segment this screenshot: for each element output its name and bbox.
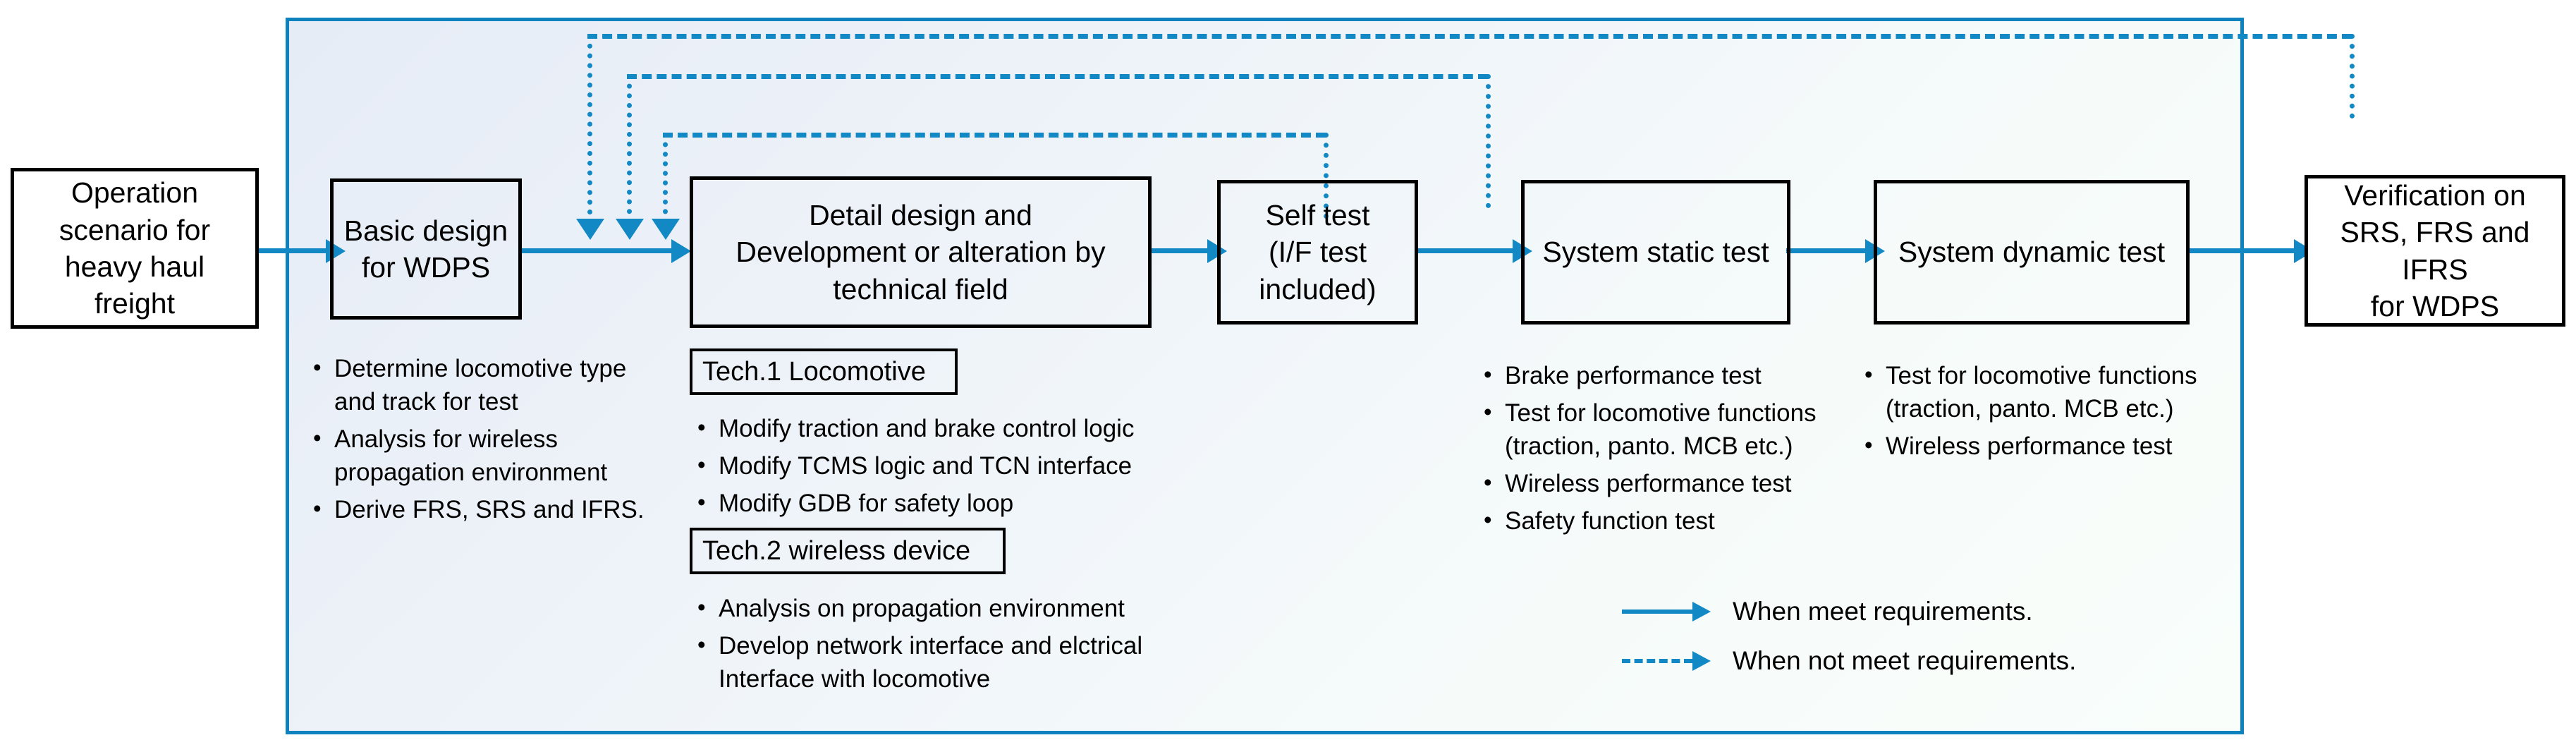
stage-box-self-test[interactable]: Self test (I/F test included) [1217, 180, 1418, 325]
flow-arrow-2-head [671, 239, 691, 263]
stage-label-system-dynamic-test: System dynamic test [1898, 236, 2166, 269]
list-item: Modify traction and brake control logic [695, 412, 1202, 446]
tech-header-box-locomotive[interactable]: Tech.1 Locomotive [690, 348, 958, 395]
stage-box-operation-scenario[interactable]: Operation scenario for heavy haul freigh… [11, 168, 259, 329]
dashed-line-icon [1622, 659, 1692, 663]
feedback-arrowhead-2 [616, 219, 644, 240]
feedback-arrowhead-1 [576, 219, 604, 240]
feedback-riser-dynamic-test [2350, 34, 2355, 119]
stage-label-basic-design: Basic design for WDPS [343, 214, 508, 284]
stage-box-system-dynamic-test[interactable]: System dynamic test [1874, 180, 2190, 325]
tech-header-label-locomotive: Tech.1 Locomotive [702, 356, 926, 387]
list-item: Analysis on propagation environment [695, 592, 1231, 626]
static-test-bullet-list: Brake performance test Test for locomoti… [1481, 359, 1862, 542]
arrow-head-icon [1692, 602, 1711, 621]
legend-row-not-meet-requirements: When not meet requirements. [1622, 641, 2076, 681]
list-item: Wireless performance test [1862, 430, 2257, 463]
flow-arrow-6-line [2186, 248, 2302, 253]
arrow-head-icon [1692, 651, 1711, 671]
tech-header-box-wireless-device[interactable]: Tech.2 wireless device [690, 528, 1006, 574]
feedback-drop-1 [587, 34, 592, 224]
feedback-riser-static-test [1486, 74, 1491, 208]
list-item: Test for locomotive functions (traction,… [1862, 359, 2257, 426]
feedback-line-top [587, 34, 2352, 39]
list-item: Modify GDB for safety loop [695, 487, 1202, 521]
stage-label-detail-design: Detail design and Development or alterat… [735, 198, 1106, 305]
stage-label-self-test: Self test (I/F test included) [1259, 198, 1376, 305]
list-item: Analysis for wireless propagation enviro… [310, 423, 663, 490]
solid-line-icon [1622, 610, 1695, 614]
feedback-riser-self-test [1324, 133, 1329, 219]
list-item: Develop network interface and elctrical … [695, 629, 1231, 696]
legend-label-not-meet-requirements: When not meet requirements. [1733, 646, 2077, 675]
dynamic-test-bullet-list: Test for locomotive functions (traction,… [1862, 359, 2257, 468]
stage-box-verification[interactable]: Verification on SRS, FRS and IFRS for WD… [2305, 175, 2565, 327]
legend-label-meet-requirements: When meet requirements. [1733, 597, 2033, 626]
legend-sample-solid-arrow [1622, 600, 1717, 624]
basic-design-bullet-list: Determine locomotive type and track for … [310, 352, 663, 530]
list-item: Derive FRS, SRS and IFRS. [310, 493, 663, 527]
feedback-line-lower [663, 133, 1326, 138]
flow-arrow-5-line [1786, 248, 1874, 253]
feedback-drop-2 [627, 74, 632, 224]
stage-label-operation-scenario: Operation scenario for heavy haul freigh… [59, 176, 211, 320]
list-item: Brake performance test [1481, 359, 1862, 393]
tech-1-bullet-list: Modify traction and brake control logic … [695, 412, 1202, 525]
legend: When meet requirements. When not meet re… [1622, 591, 2076, 681]
flow-arrow-1-line [257, 248, 330, 253]
flow-arrow-3-line [1149, 248, 1216, 253]
legend-sample-dashed-arrow [1622, 649, 1717, 673]
legend-row-meet-requirements: When meet requirements. [1622, 591, 2076, 632]
stage-box-system-static-test[interactable]: System static test [1521, 180, 1790, 325]
list-item: Test for locomotive functions (traction,… [1481, 396, 1862, 463]
tech-header-label-wireless-device: Tech.2 wireless device [702, 535, 971, 566]
list-item: Safety function test [1481, 504, 1862, 538]
stage-label-verification: Verification on SRS, FRS and IFRS for WD… [2340, 178, 2530, 322]
stage-box-detail-design[interactable]: Detail design and Development or alterat… [690, 176, 1152, 328]
feedback-drop-3 [663, 133, 668, 224]
tech-2-bullet-list: Analysis on propagation environment Deve… [695, 592, 1231, 701]
stage-label-system-static-test: System static test [1542, 236, 1769, 269]
flow-arrow-1-head [326, 239, 346, 263]
stage-box-basic-design[interactable]: Basic design for WDPS [330, 178, 522, 320]
list-item: Determine locomotive type and track for … [310, 352, 663, 419]
feedback-line-middle [627, 74, 1488, 79]
flow-arrow-2-line [520, 248, 683, 253]
list-item: Wireless performance test [1481, 467, 1862, 501]
feedback-arrowhead-3 [652, 219, 680, 240]
list-item: Modify TCMS logic and TCN interface [695, 449, 1202, 483]
flow-arrow-4-line [1416, 248, 1522, 253]
